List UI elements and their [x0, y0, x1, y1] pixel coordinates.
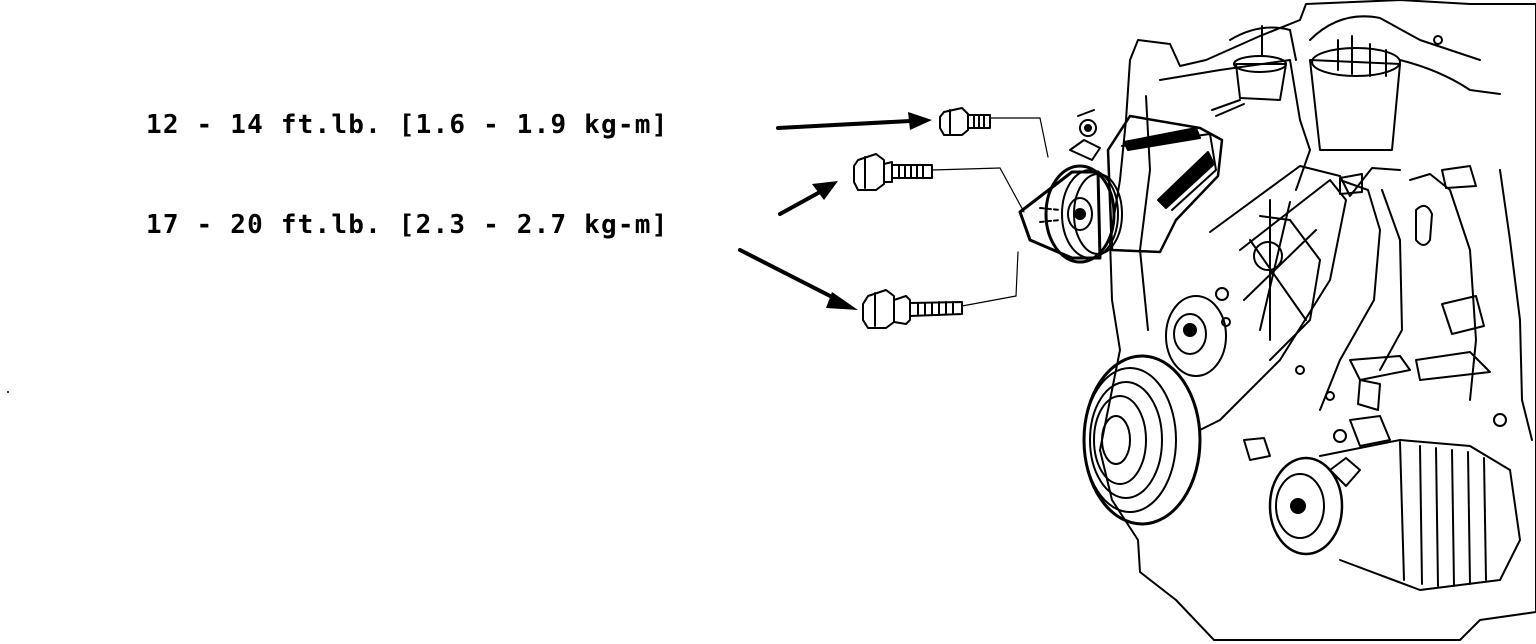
scan-speck	[7, 391, 9, 393]
short-bolt	[939, 107, 1049, 158]
arrow-lower-bolt	[738, 248, 858, 310]
arrow-middle-bolt	[778, 181, 838, 216]
idler-bracket	[1069, 109, 1224, 254]
middle-bolt	[853, 153, 1025, 213]
engine-block	[1082, 0, 1536, 641]
lower-bolt	[862, 251, 1019, 329]
torque-spec-lower: 17 - 20 ft.lb. [2.3 - 2.7 kg-m]	[146, 210, 669, 240]
arrow-upper-bolt	[776, 112, 932, 130]
idler-pulley	[1018, 164, 1123, 264]
torque-spec-upper: 12 - 14 ft.lb. [1.6 - 1.9 kg-m]	[146, 110, 669, 140]
